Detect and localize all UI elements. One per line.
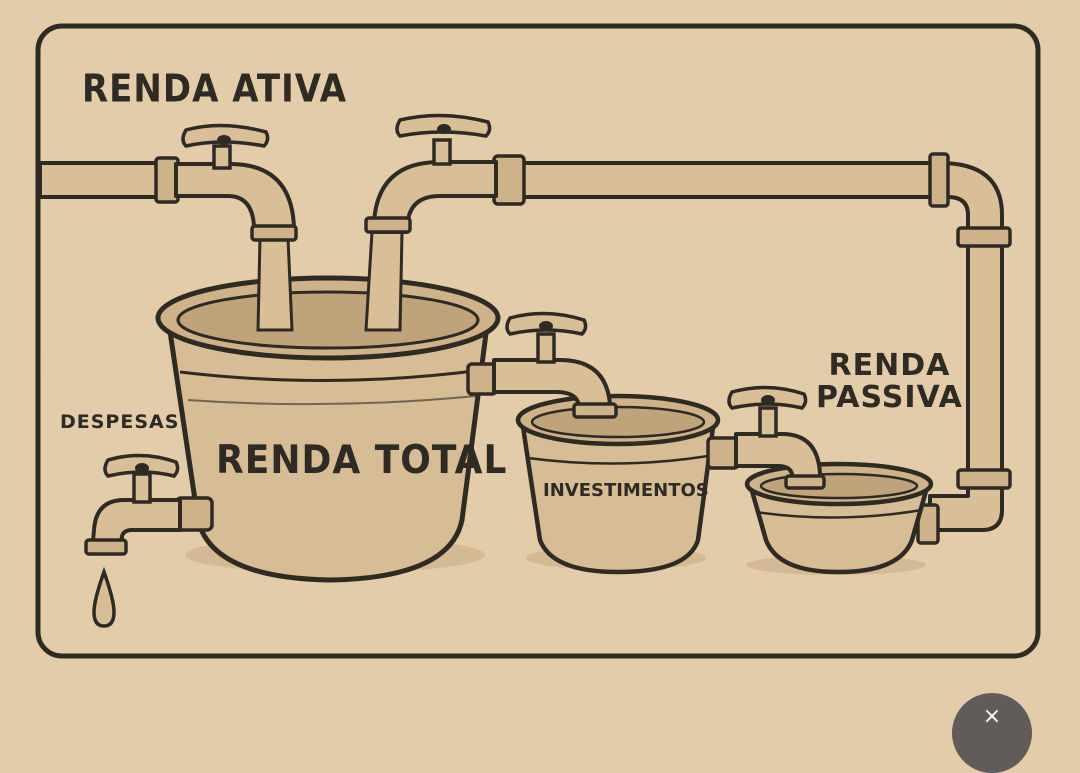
despesas-label: DESPESAS — [60, 411, 180, 433]
diagram-canvas: RENDA ATIVA RENDA TOTAL DESPESAS INVESTI… — [35, 23, 1041, 773]
water-streams — [256, 230, 404, 332]
close-icon: × — [982, 704, 1002, 729]
renda-passiva-label-line2: PASSIVA — [816, 379, 963, 415]
diagram-illustration — [35, 23, 1041, 659]
water-drop-icon — [92, 566, 116, 628]
passive-income-faucet-top — [364, 113, 498, 234]
investimentos-label: INVESTIMENTOS — [543, 480, 709, 501]
renda-passiva-label-line1: RENDA — [828, 348, 951, 383]
renda-passiva-faucet — [706, 385, 826, 490]
renda-ativa-label: RENDA ATIVA — [82, 66, 348, 112]
despesas-faucet — [84, 453, 214, 556]
active-income-pipe — [38, 156, 180, 204]
active-income-faucet-left — [174, 123, 298, 242]
renda-passiva-label: RENDA PASSIVA — [816, 350, 963, 413]
investimentos-faucet — [466, 311, 618, 419]
renda-passiva-bowl — [744, 461, 934, 575]
renda-total-label: RENDA TOTAL — [216, 437, 508, 483]
diagram-frame — [35, 23, 1041, 659]
passive-income-pipe — [492, 152, 1012, 545]
close-button[interactable]: × — [952, 693, 1032, 773]
renda-total-bucket — [155, 275, 501, 583]
investimentos-bucket — [515, 393, 721, 575]
